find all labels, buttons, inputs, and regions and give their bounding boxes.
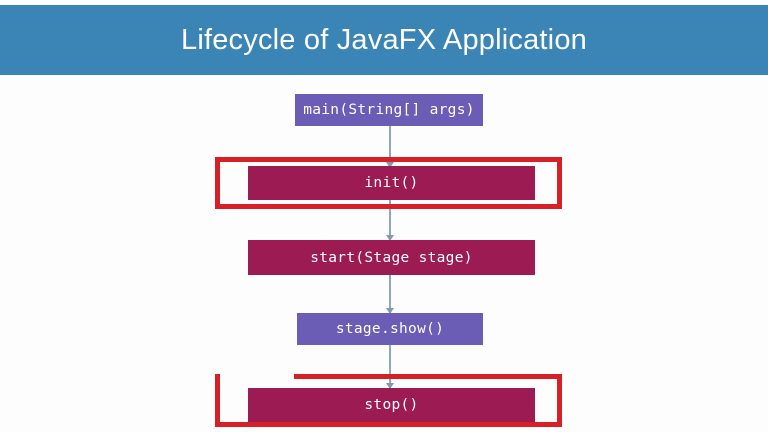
arrowhead-start-to-stage-show xyxy=(386,308,394,314)
highlight-rectangle-stop-top-edge xyxy=(294,374,562,379)
connector-main-to-init xyxy=(389,126,391,167)
connector-start-to-stage-show xyxy=(389,275,391,313)
arrowhead-init-to-start xyxy=(386,235,394,241)
lifecycle-flowchart: main(String[] args) init() start(Stage s… xyxy=(0,75,768,432)
flow-node-start[interactable]: start(Stage stage) xyxy=(248,240,535,275)
flow-node-init[interactable]: init() xyxy=(248,166,535,200)
page-title: Lifecycle of JavaFX Application xyxy=(181,23,587,56)
flow-node-stop[interactable]: stop() xyxy=(248,388,535,422)
arrowhead-stage-show-to-stop xyxy=(386,383,394,389)
title-banner: Lifecycle of JavaFX Application xyxy=(0,5,768,75)
arrowhead-main-to-init xyxy=(386,162,394,168)
flow-node-main[interactable]: main(String[] args) xyxy=(295,94,483,126)
flow-node-stage-show[interactable]: stage.show() xyxy=(297,313,483,345)
connector-stage-show-to-stop xyxy=(389,345,391,388)
connector-init-to-start xyxy=(389,200,391,240)
